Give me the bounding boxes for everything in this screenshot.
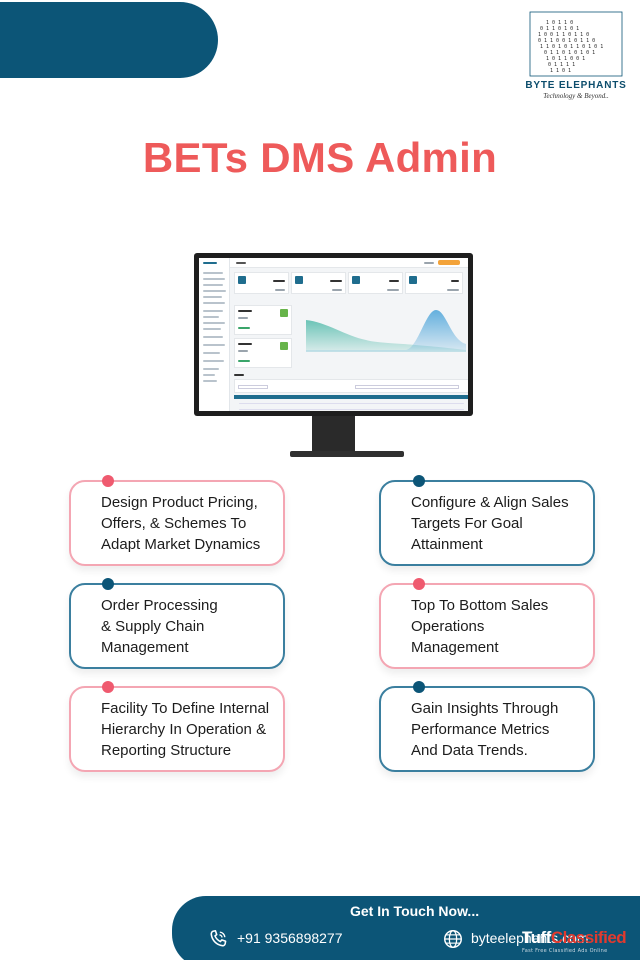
card-dot xyxy=(413,475,425,487)
svg-text:1 0 1 1 0: 1 0 1 1 0 xyxy=(546,20,573,26)
mock-table-header xyxy=(234,395,468,399)
contact-footer xyxy=(172,896,640,960)
mock-stat-card xyxy=(234,272,289,294)
brand-tagline: Technology & Beyond.. xyxy=(543,92,609,100)
mock-table-row xyxy=(239,409,464,410)
feature-card-insights: Gain Insights Through Performance Metric… xyxy=(379,681,595,772)
mock-sidebar xyxy=(199,258,230,411)
mock-topbar xyxy=(230,258,468,268)
mock-label xyxy=(234,374,244,376)
feature-text: Gain Insights Through Performance Metric… xyxy=(411,700,559,759)
dashboard-screen xyxy=(199,258,468,411)
mock-filter-bar xyxy=(234,379,468,393)
page-title: BETs DMS Admin xyxy=(142,134,498,181)
mock-target-card xyxy=(234,305,292,335)
watermark-part-b: Classified xyxy=(550,928,627,947)
feature-text: Configure & Align Sales Targets For Goal… xyxy=(411,494,569,553)
mock-stat-card xyxy=(405,272,463,294)
header-decoration xyxy=(0,2,218,78)
svg-text:1 1 0 1: 1 1 0 1 xyxy=(550,68,571,74)
brand-block: 1 0 1 1 0 0 1 1 0 1 0 1 1 0 0 1 1 0 1 1 … xyxy=(520,10,632,100)
website-link[interactable]: byteelephants.com xyxy=(471,930,589,946)
svg-text:1 0 1 1 0 0 1: 1 0 1 1 0 0 1 xyxy=(546,56,585,62)
svg-text:0 1 1 0 1 0 1: 0 1 1 0 1 0 1 xyxy=(540,26,579,32)
feature-text: Order Processing & Supply Chain Manageme… xyxy=(101,597,218,656)
mock-stat-card xyxy=(348,272,403,294)
card-dot xyxy=(413,578,425,590)
feature-text: Top To Bottom Sales Operations Managemen… xyxy=(411,597,549,656)
feature-text: Design Product Pricing, Offers, & Scheme… xyxy=(101,494,261,553)
svg-text:0 1 1 0 0 1 0 1 1 0: 0 1 1 0 0 1 0 1 1 0 xyxy=(538,38,595,44)
mock-target-card xyxy=(234,338,292,368)
mock-area-chart xyxy=(306,310,466,352)
card-dot xyxy=(102,578,114,590)
mock-table-row xyxy=(239,403,464,404)
feature-card-orders: Order Processing & Supply Chain Manageme… xyxy=(69,578,285,669)
monitor-stand-base xyxy=(290,451,404,457)
feature-card-targets: Configure & Align Sales Targets For Goal… xyxy=(379,475,595,566)
watermark-tagline: Fast Free Classified Ads Online xyxy=(522,948,608,954)
globe-icon xyxy=(444,930,462,948)
phone-icon xyxy=(210,929,227,947)
mock-stat-card xyxy=(291,272,346,294)
footer-title: Get In Touch Now... xyxy=(350,903,480,919)
watermark-overlay: TuffClassified Fast Free Classified Ads … xyxy=(518,928,640,958)
feature-text: Facility To Define Internal Hierarchy In… xyxy=(101,700,270,759)
phone-number[interactable]: +91 9356898277 xyxy=(237,930,343,946)
svg-text:1 1 0 1 0 1 1 0 1 0 1: 1 1 0 1 0 1 1 0 1 0 1 xyxy=(540,44,603,50)
watermark-logo: TuffClassified xyxy=(522,928,627,948)
monitor-stand-neck xyxy=(312,416,355,452)
card-dot xyxy=(102,475,114,487)
brand-name: BYTE ELEPHANTS xyxy=(525,80,627,91)
watermark-part-a: Tuff xyxy=(522,928,551,947)
elephant-logo-icon: 1 0 1 1 0 0 1 1 0 1 0 1 1 0 0 1 1 0 1 1 … xyxy=(529,11,623,77)
feature-card-hierarchy: Facility To Define Internal Hierarchy In… xyxy=(69,681,285,772)
feature-card-pricing: Design Product Pricing, Offers, & Scheme… xyxy=(69,475,285,566)
dashboard-monitor-image xyxy=(194,253,473,416)
svg-text:0 1 1 1 1: 0 1 1 1 1 xyxy=(548,62,575,68)
card-dot xyxy=(102,681,114,693)
feature-card-sales-ops: Top To Bottom Sales Operations Managemen… xyxy=(379,578,595,669)
svg-text:0 1 1 0 1 0 1 0 1: 0 1 1 0 1 0 1 0 1 xyxy=(544,50,595,56)
card-dot xyxy=(413,681,425,693)
svg-text:1 0 0 1 1 0 1 1 0: 1 0 0 1 1 0 1 1 0 xyxy=(538,32,589,38)
